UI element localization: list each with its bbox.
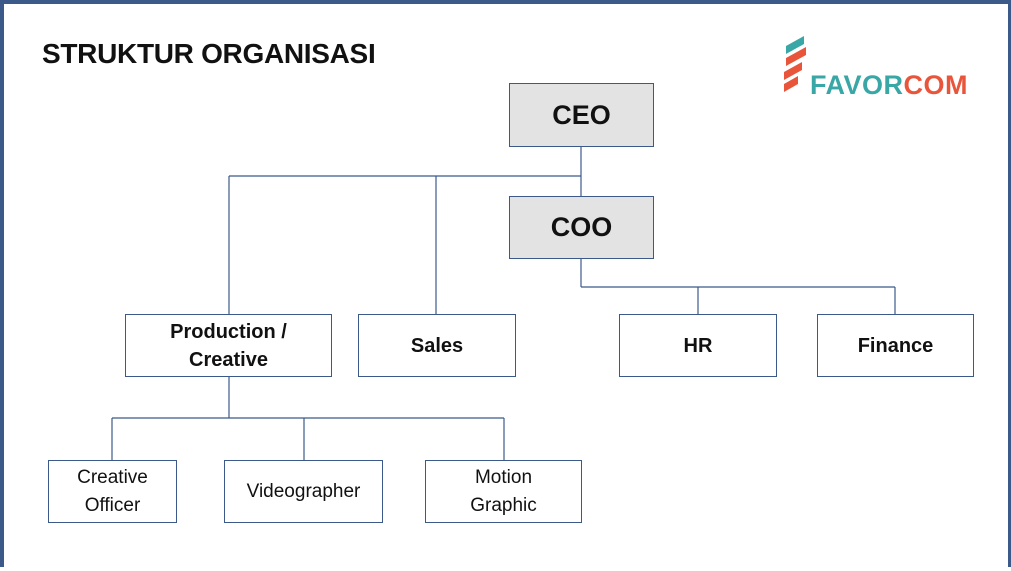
node-production-creative: Production / Creative bbox=[125, 314, 332, 377]
node-hr: HR bbox=[619, 314, 777, 377]
favorcom-logo: FAVORCOM bbox=[782, 34, 992, 104]
logo-text-favor: FAVOR bbox=[810, 70, 904, 100]
node-ceo: CEO bbox=[509, 83, 654, 147]
node-sales-label: Sales bbox=[410, 334, 464, 357]
node-ceo-label: CEO bbox=[552, 99, 611, 130]
node-coo: COO bbox=[509, 196, 654, 259]
node-creative-officer: Creative Officer bbox=[48, 460, 177, 523]
logo-text-com: COM bbox=[903, 70, 969, 100]
node-coo-label: COO bbox=[550, 212, 613, 242]
node-production-label: Production / Creative bbox=[170, 320, 287, 371]
node-motion-graphic: Motion Graphic bbox=[425, 460, 582, 523]
node-hr-label: HR bbox=[683, 334, 713, 357]
node-sales: Sales bbox=[358, 314, 516, 377]
page-title: STRUKTUR ORGANISASI bbox=[42, 38, 376, 69]
node-videographer: Videographer bbox=[224, 460, 383, 523]
node-creative-officer-label: Creative Officer bbox=[77, 466, 148, 516]
node-finance: Finance bbox=[817, 314, 974, 377]
node-finance-label: Finance bbox=[857, 334, 934, 357]
logo-wordmark: FAVORCOM bbox=[810, 72, 968, 99]
connector-lines bbox=[111, 147, 896, 461]
node-motion-graphic-label: Motion Graphic bbox=[470, 466, 537, 516]
logo-mark-icon bbox=[784, 36, 806, 92]
node-videographer-label: Videographer bbox=[246, 480, 361, 502]
